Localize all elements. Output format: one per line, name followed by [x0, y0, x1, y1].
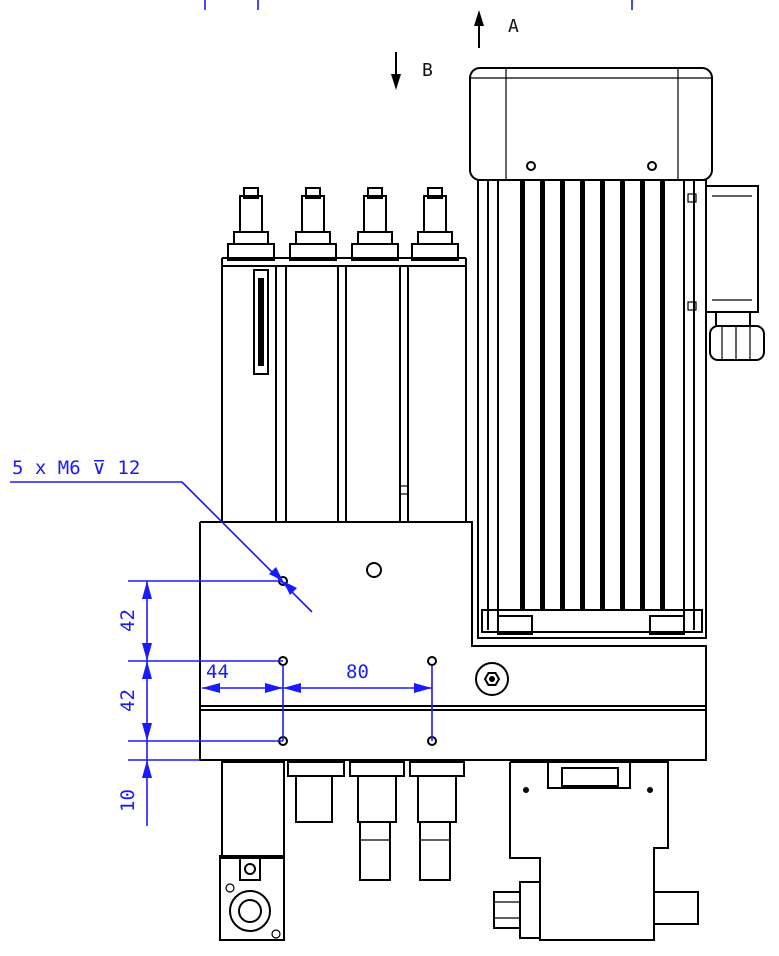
vertical-dimensions: 42 42 10 — [117, 580, 283, 826]
horizontal-dimensions: 44 80 — [202, 661, 433, 741]
arrow-down-icon — [391, 74, 401, 90]
hole-circle-icon — [427, 656, 437, 666]
dim-vertical-upper: 42 — [117, 609, 139, 632]
view-label-a: A — [508, 16, 519, 37]
dim-horizontal-left: 44 — [206, 661, 229, 683]
hole-spec-label: 5 x M6 ⊽ 12 — [12, 457, 140, 479]
top-dimension-ticks — [204, 0, 633, 10]
view-label-b: B — [422, 60, 433, 81]
fitting-2 — [289, 187, 337, 261]
view-arrow-b: B — [391, 52, 433, 90]
cylinder-stack — [221, 187, 467, 523]
dim-horizontal-mid: 80 — [346, 661, 369, 683]
hole-circle-icon — [366, 562, 382, 578]
hole-circle-icon — [526, 161, 536, 171]
dim-vertical-bottom: 10 — [117, 789, 139, 812]
screw-plug-icon — [475, 662, 509, 696]
base-block — [199, 521, 707, 761]
arrow-up-icon — [474, 10, 484, 26]
bottom-right-gearbox — [493, 761, 699, 941]
fitting-3 — [351, 187, 399, 261]
motor — [469, 67, 765, 639]
hole-callout: 5 x M6 ⊽ 12 — [10, 457, 313, 613]
view-arrow-a: A — [474, 10, 519, 48]
dim-vertical-lower: 42 — [117, 689, 139, 712]
bottom-fittings — [287, 761, 465, 881]
fitting-1 — [227, 187, 275, 261]
bottom-left-valve — [219, 761, 285, 941]
hole-circle-icon — [647, 161, 657, 171]
fitting-4 — [411, 187, 459, 261]
